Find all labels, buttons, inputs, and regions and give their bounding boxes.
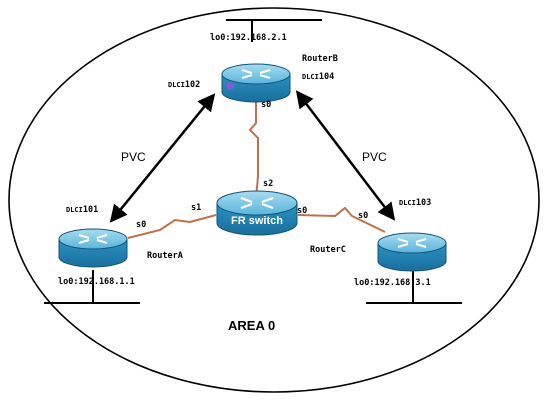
router-b-loopback: lo0:192.168.2.1 <box>210 33 287 43</box>
pvc-arrow-a-b <box>109 93 216 223</box>
router-a-loopback: lo0:192.168.1.1 <box>58 277 135 287</box>
switch-port-s1: s1 <box>191 203 201 213</box>
router-b-icon[interactable] <box>220 62 292 104</box>
router-c-dlci-prefix: DLCI <box>399 199 416 207</box>
lan-segment-router-a <box>44 270 140 304</box>
router-b-dlci-right-num: 104 <box>319 72 334 82</box>
fr-switch-icon[interactable]: FR switch <box>216 190 298 236</box>
router-c-interface: s0 <box>358 211 368 221</box>
lan-segment-router-b <box>226 19 322 42</box>
router-a-dlci: DLCI101 <box>66 205 98 215</box>
router-a-interface: s0 <box>136 220 146 230</box>
router-a-name: RouterA <box>147 251 183 261</box>
switch-port-s2: s2 <box>263 179 273 189</box>
router-b-interface: s0 <box>261 100 271 110</box>
area-boundary <box>8 7 540 393</box>
serial-link-switch-router-b <box>248 100 259 199</box>
router-b-dlci-left-prefix: DLCI <box>168 81 185 89</box>
router-b-name: RouterB <box>302 54 338 64</box>
fr-switch-label: FR switch <box>231 215 283 227</box>
router-b-dlci-left: DLCI102 <box>168 80 200 90</box>
router-c-dlci: DLCI103 <box>399 198 431 208</box>
pvc-arrow-b-c <box>295 90 396 221</box>
router-a-dlci-prefix: DLCI <box>66 206 83 214</box>
router-c-dlci-num: 103 <box>416 198 431 208</box>
router-c-name: RouterC <box>310 245 346 255</box>
area-label: AREA 0 <box>228 318 275 333</box>
lan-segment-router-c <box>366 270 462 304</box>
switch-port-s0: s0 <box>297 206 307 216</box>
router-b-dlci-left-num: 102 <box>185 80 200 90</box>
router-a-dlci-num: 101 <box>83 205 98 215</box>
router-b-dlci-right-prefix: DLCI <box>302 73 319 81</box>
router-b-dlci-right: DLCI104 <box>302 72 334 82</box>
router-c-icon[interactable] <box>376 231 448 273</box>
pvc-label-right: PVC <box>362 150 387 164</box>
serial-link-switch-router-c <box>297 206 386 233</box>
router-c-loopback: lo0:192.168.3.1 <box>354 278 431 288</box>
pvc-label-left: PVC <box>121 150 146 164</box>
router-a-icon[interactable] <box>57 227 129 269</box>
